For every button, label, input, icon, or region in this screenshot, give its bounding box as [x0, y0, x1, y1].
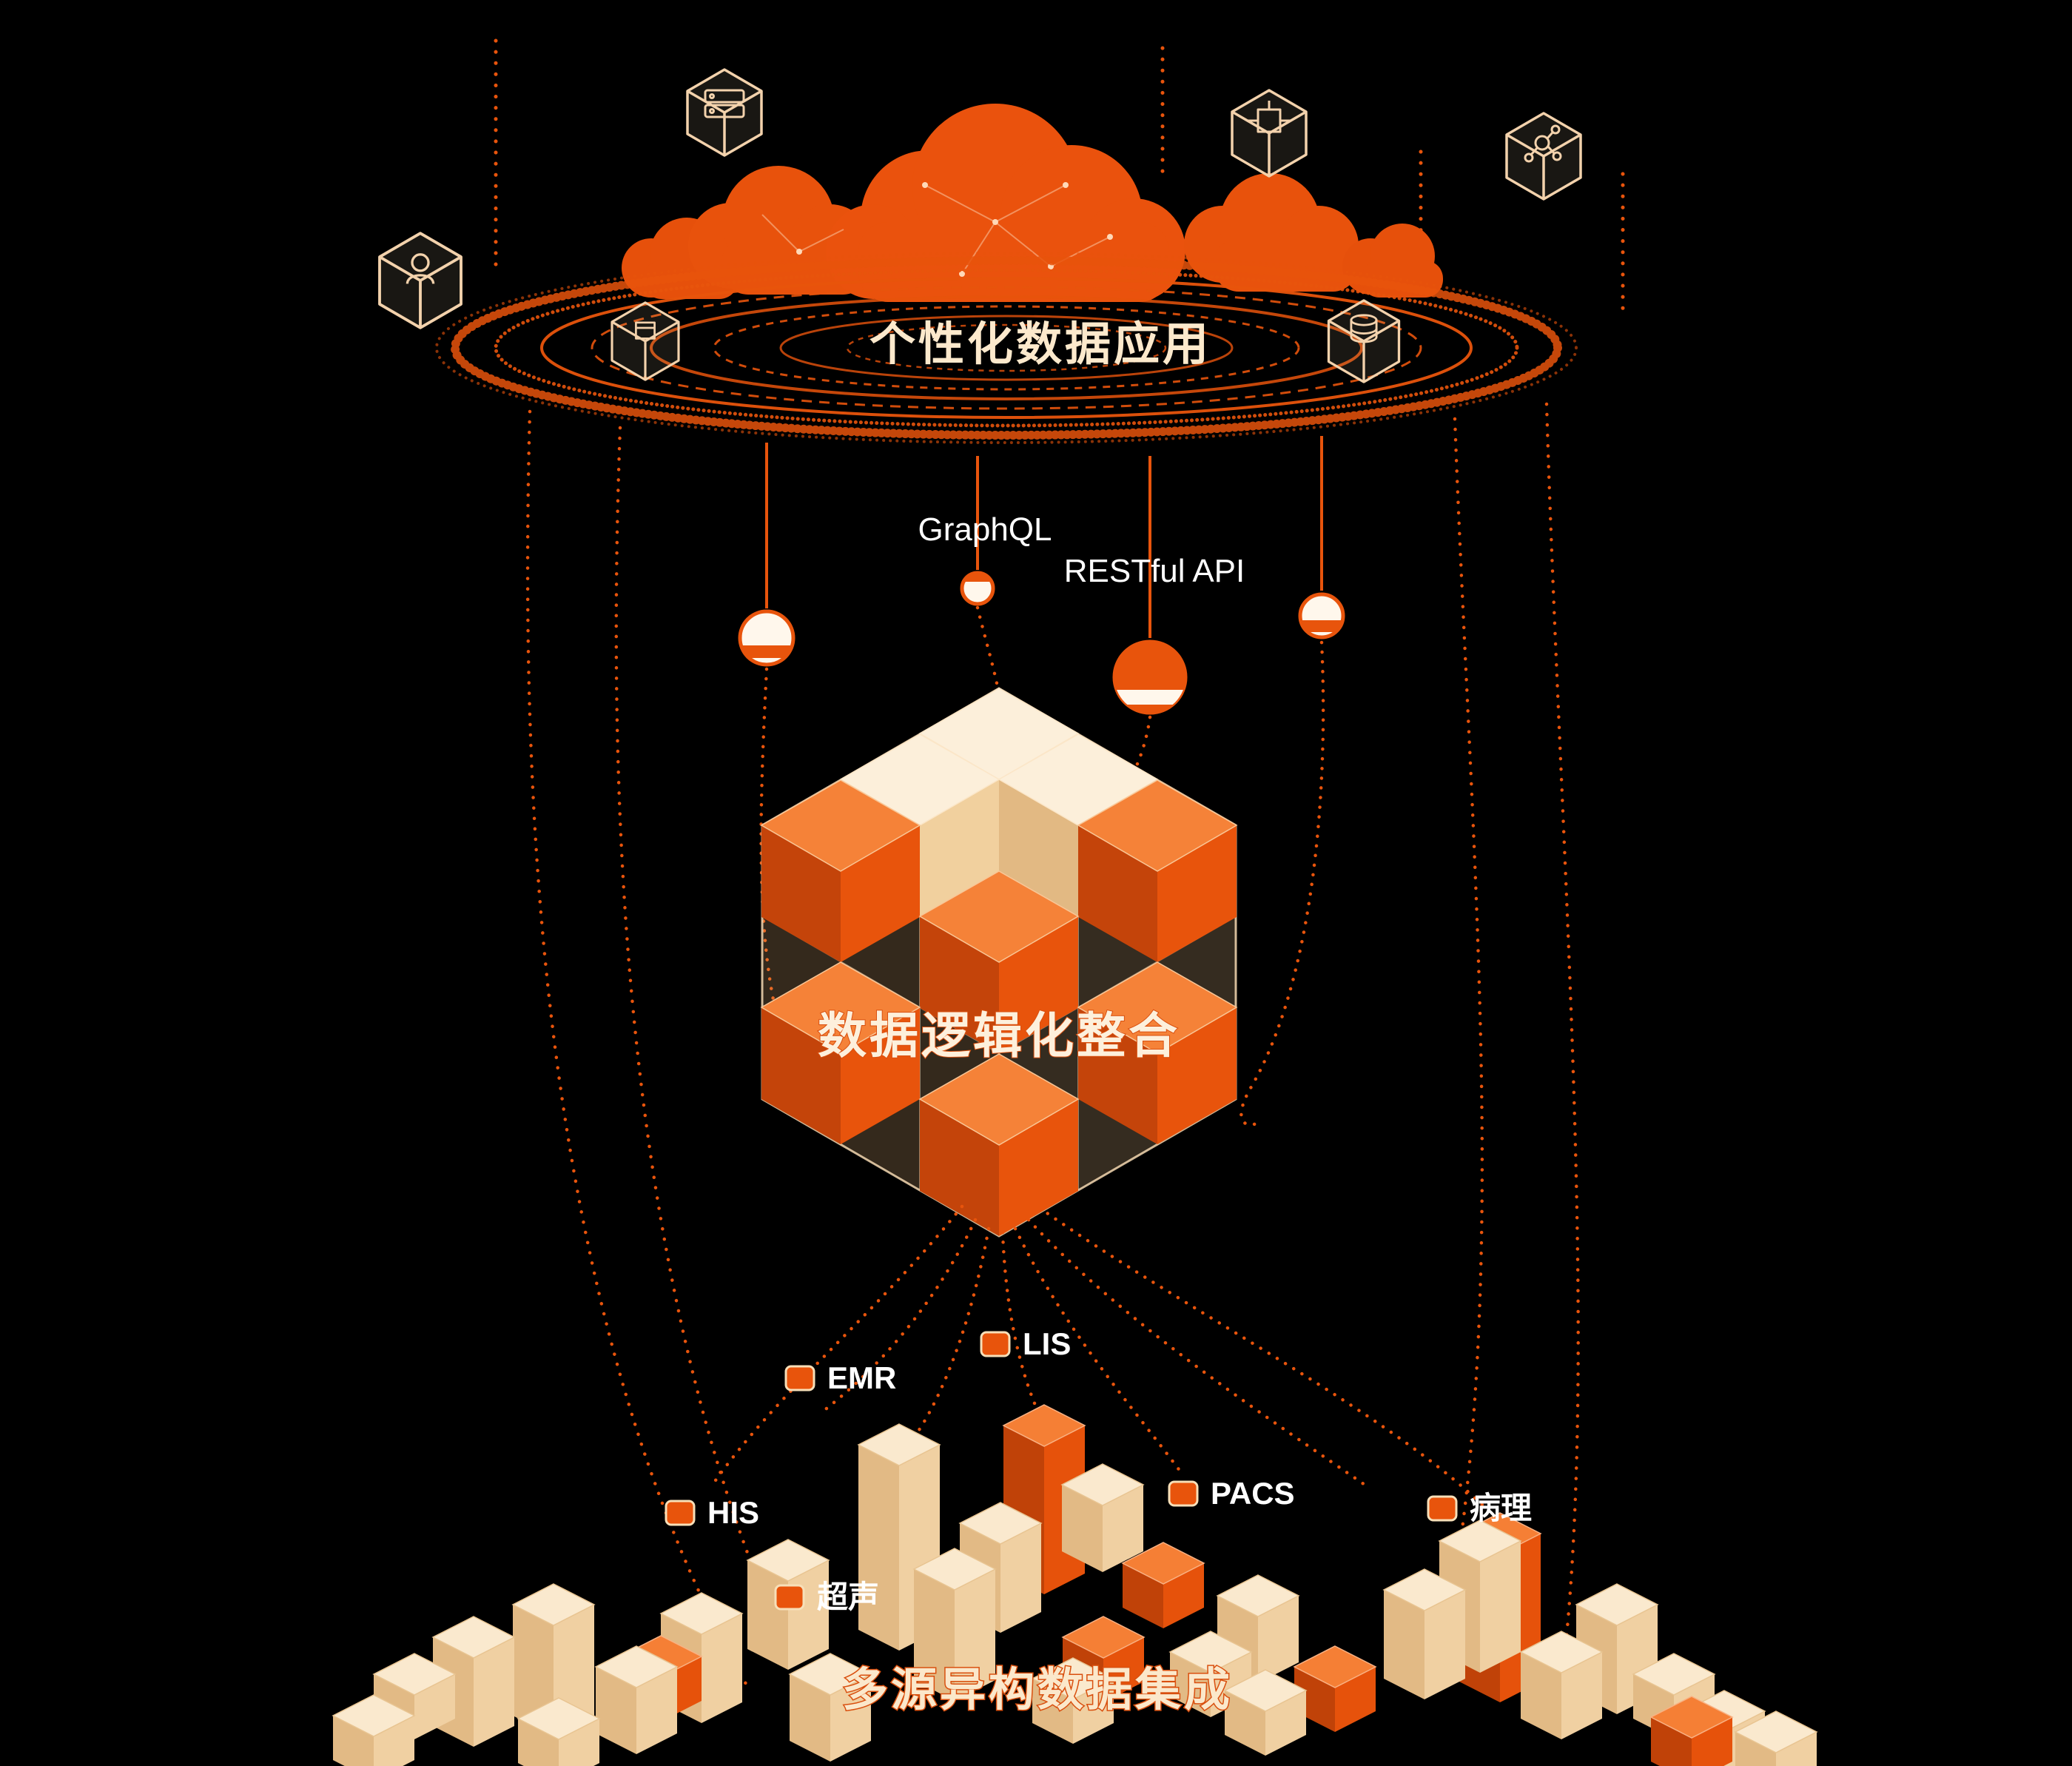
source-label-emr: EMR	[784, 1360, 896, 1395]
source-label-text: HIS	[707, 1495, 759, 1530]
api-sphere	[1298, 592, 1345, 639]
bar	[595, 1645, 678, 1755]
cloud-mesh-dots	[796, 182, 1113, 277]
source-label-text: 病理	[1470, 1491, 1532, 1525]
flow-line-left-inner	[614, 426, 764, 1594]
cloud-far-right	[1342, 224, 1443, 298]
bar	[1520, 1631, 1603, 1740]
bottom-title: 多源异构数据集成	[842, 1665, 1233, 1716]
dotted-connector	[975, 605, 1000, 689]
dotted-connector	[1087, 715, 1152, 837]
fanout-lines	[708, 1204, 1490, 1512]
source-label-lis: LIS	[980, 1326, 1071, 1361]
source-bullet	[784, 1365, 815, 1391]
source-labels: EMR LIS HIS PACS 病理 超声	[665, 1326, 1532, 1614]
bar-orange	[1294, 1645, 1376, 1733]
api-sphere	[1112, 639, 1188, 715]
dotted-accent-lines	[494, 38, 1625, 317]
fanout-line	[915, 1226, 991, 1434]
circuit-cube-icon	[1231, 89, 1308, 178]
bar	[1061, 1463, 1144, 1573]
source-bullet	[1168, 1480, 1199, 1507]
source-label-text: LIS	[1023, 1326, 1071, 1361]
source-label-text: EMR	[827, 1360, 896, 1395]
bar	[1383, 1568, 1466, 1700]
user-cube-icon	[378, 232, 462, 329]
source-label-text: PACS	[1211, 1476, 1295, 1511]
fanout-line	[1000, 1230, 1042, 1417]
floating-icons	[378, 68, 1582, 383]
source-label-pathology: 病理	[1427, 1491, 1532, 1525]
integration-title: 数据逻辑化整合	[818, 1008, 1180, 1063]
api-connectors: GraphQL RESTful API	[738, 436, 1345, 715]
orbit-rings	[435, 252, 1578, 444]
source-label-pacs: PACS	[1168, 1476, 1295, 1511]
source-bullet	[774, 1584, 805, 1611]
server-cube-icon	[686, 68, 763, 157]
source-label-ultrasound: 超声	[774, 1579, 879, 1614]
graphql-label: GraphQL	[918, 511, 1052, 548]
dotted-connector	[1240, 640, 1325, 1127]
data-cube	[761, 687, 1237, 1238]
fanout-line	[1013, 1226, 1185, 1477]
flow-line-right-outer	[1544, 402, 1580, 1673]
api-sphere	[960, 571, 995, 606]
top-title: 个性化数据应用	[870, 319, 1211, 370]
api-sphere	[738, 609, 796, 667]
restful-api-label: RESTful API	[1064, 553, 1245, 589]
source-label-his: HIS	[665, 1495, 759, 1530]
source-bullet	[980, 1331, 1011, 1357]
source-label-text: 超声	[817, 1579, 879, 1614]
fanout-line	[1037, 1206, 1490, 1512]
molecule-cube-icon	[1505, 112, 1582, 201]
box-cube-icon	[610, 301, 680, 381]
flow-line-right-inner	[1450, 417, 1484, 1601]
source-bullet	[1427, 1495, 1458, 1522]
database-cube-icon	[1327, 299, 1401, 383]
source-bullet	[665, 1500, 696, 1526]
fanout-line	[708, 1204, 964, 1490]
